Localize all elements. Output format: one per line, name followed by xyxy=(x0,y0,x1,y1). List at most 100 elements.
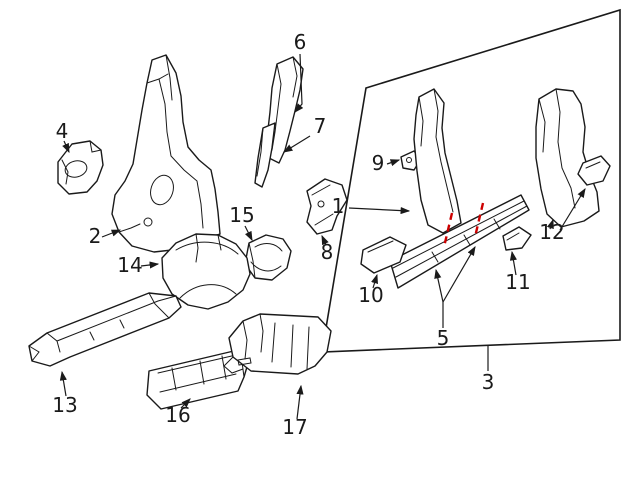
part-detail xyxy=(28,345,40,362)
callout-15[interactable]: 15 xyxy=(229,203,254,227)
part-detail xyxy=(158,78,204,229)
leader-5-a xyxy=(434,268,444,303)
part-detail xyxy=(259,313,264,353)
part-detail xyxy=(157,354,237,374)
part-detail xyxy=(418,96,424,147)
part-4-bracket[interactable] xyxy=(57,140,104,195)
cut-line-marker-right xyxy=(473,202,485,238)
part-1-pillar-assembly[interactable] xyxy=(413,88,462,234)
leader-14 xyxy=(140,261,160,269)
part-detail xyxy=(256,127,264,177)
part-detail xyxy=(148,292,170,319)
part-detail xyxy=(538,98,546,153)
part-detail xyxy=(56,340,61,353)
callout-4[interactable]: 4 xyxy=(56,119,69,143)
part-outline-small xyxy=(577,155,611,186)
callout-1[interactable]: 1 xyxy=(332,194,345,218)
part-detail xyxy=(165,54,173,101)
part-detail xyxy=(271,322,310,370)
leader-13 xyxy=(59,370,67,397)
leader-7 xyxy=(282,135,311,153)
part-2-side-panel[interactable] xyxy=(111,54,221,253)
callout-17[interactable]: 17 xyxy=(282,415,307,439)
part-detail xyxy=(89,319,125,341)
part-detail xyxy=(242,320,248,360)
part-16-crossmember[interactable] xyxy=(146,349,250,410)
leader-12-b xyxy=(559,187,586,231)
part-detail xyxy=(195,233,199,263)
part-detail xyxy=(46,295,177,342)
part-detail xyxy=(175,241,239,255)
part-detail xyxy=(367,240,394,253)
callout-12[interactable]: 12 xyxy=(539,220,564,244)
part-detail xyxy=(223,356,244,374)
callout-11[interactable]: 11 xyxy=(505,270,530,294)
part-8-bracket[interactable] xyxy=(306,178,348,235)
part-detail xyxy=(61,159,69,185)
part-detail xyxy=(392,200,525,269)
leader-11 xyxy=(509,250,517,276)
leader-8 xyxy=(321,234,329,246)
part-detail xyxy=(431,218,501,263)
part-17-floor-section[interactable] xyxy=(223,313,332,375)
leader-6 xyxy=(294,53,304,113)
part-hole xyxy=(150,174,174,206)
cut-line-marker-left xyxy=(442,212,454,248)
callout-6[interactable]: 6 xyxy=(294,30,307,54)
leader-9 xyxy=(386,159,401,167)
callout-10[interactable]: 10 xyxy=(358,283,383,307)
part-detail xyxy=(159,373,237,393)
part-10-bracket[interactable] xyxy=(360,236,407,274)
callout-3[interactable]: 3 xyxy=(482,370,495,394)
part-detail xyxy=(248,242,256,279)
callout-16[interactable]: 16 xyxy=(165,403,190,427)
part-hole xyxy=(317,200,325,208)
callout-13[interactable]: 13 xyxy=(52,393,77,417)
part-13-rail[interactable] xyxy=(28,292,182,367)
part-detail xyxy=(179,284,237,299)
part-7-strip[interactable] xyxy=(254,122,276,188)
detail-view-outline xyxy=(321,8,621,353)
part-detail xyxy=(585,161,601,169)
leader-15 xyxy=(244,225,253,242)
leader-10 xyxy=(371,273,378,289)
part-detail xyxy=(254,243,283,252)
part-outline xyxy=(360,236,407,274)
part-outline xyxy=(28,292,182,367)
part-detail xyxy=(314,213,334,226)
part-outline xyxy=(502,226,532,251)
leader-12-a xyxy=(546,218,554,230)
part-detail xyxy=(506,232,520,241)
part-outline xyxy=(254,122,276,188)
part-hole xyxy=(143,217,153,227)
callout-14[interactable]: 14 xyxy=(117,253,142,277)
part-detail xyxy=(311,184,331,196)
part-outline xyxy=(228,313,332,375)
part-5-rocker-panel[interactable] xyxy=(389,194,530,289)
callout-9[interactable]: 9 xyxy=(372,151,385,175)
part-14-wheelhouse[interactable] xyxy=(161,233,251,310)
callout-2[interactable]: 2 xyxy=(89,224,102,248)
part-detail xyxy=(171,355,227,391)
callout-7[interactable]: 7 xyxy=(314,114,327,138)
part-detail xyxy=(89,140,102,153)
part-detail xyxy=(433,88,454,213)
callout-5[interactable]: 5 xyxy=(437,326,450,350)
leader-1 xyxy=(348,206,411,215)
callout-8[interactable]: 8 xyxy=(321,240,334,264)
part-hole xyxy=(406,157,412,163)
part-11-bracket[interactable] xyxy=(502,226,532,251)
part-outline xyxy=(57,140,104,195)
part-detail xyxy=(118,223,141,233)
part-detail xyxy=(217,234,222,251)
part-outline xyxy=(389,194,530,289)
leader-16 xyxy=(180,398,191,409)
part-hole xyxy=(64,160,88,178)
leader-lines xyxy=(59,53,586,420)
leader-2 xyxy=(101,229,122,238)
part-detail xyxy=(395,205,528,278)
part-detail xyxy=(555,88,576,209)
part-detail xyxy=(271,63,282,151)
